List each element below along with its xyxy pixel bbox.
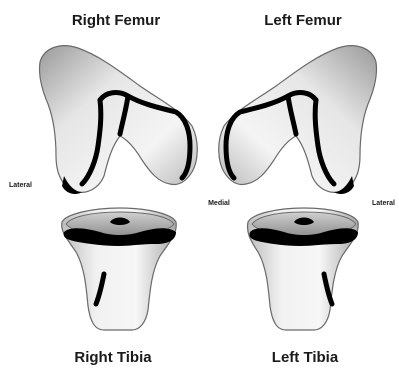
right-tibia xyxy=(62,208,177,330)
right-femur xyxy=(39,46,197,194)
medial-label: Medial xyxy=(208,200,230,207)
left-tibia-label: Left Tibia xyxy=(272,349,339,366)
left-femur xyxy=(219,46,377,194)
right-femur-label: Right Femur xyxy=(72,12,160,29)
lateral-label-right: Lateral xyxy=(372,200,395,207)
lateral-label-left: Lateral xyxy=(9,182,32,189)
right-tibia-label: Right Tibia xyxy=(74,349,152,366)
left-tibia xyxy=(247,208,358,330)
left-femur-label: Left Femur xyxy=(264,12,342,29)
